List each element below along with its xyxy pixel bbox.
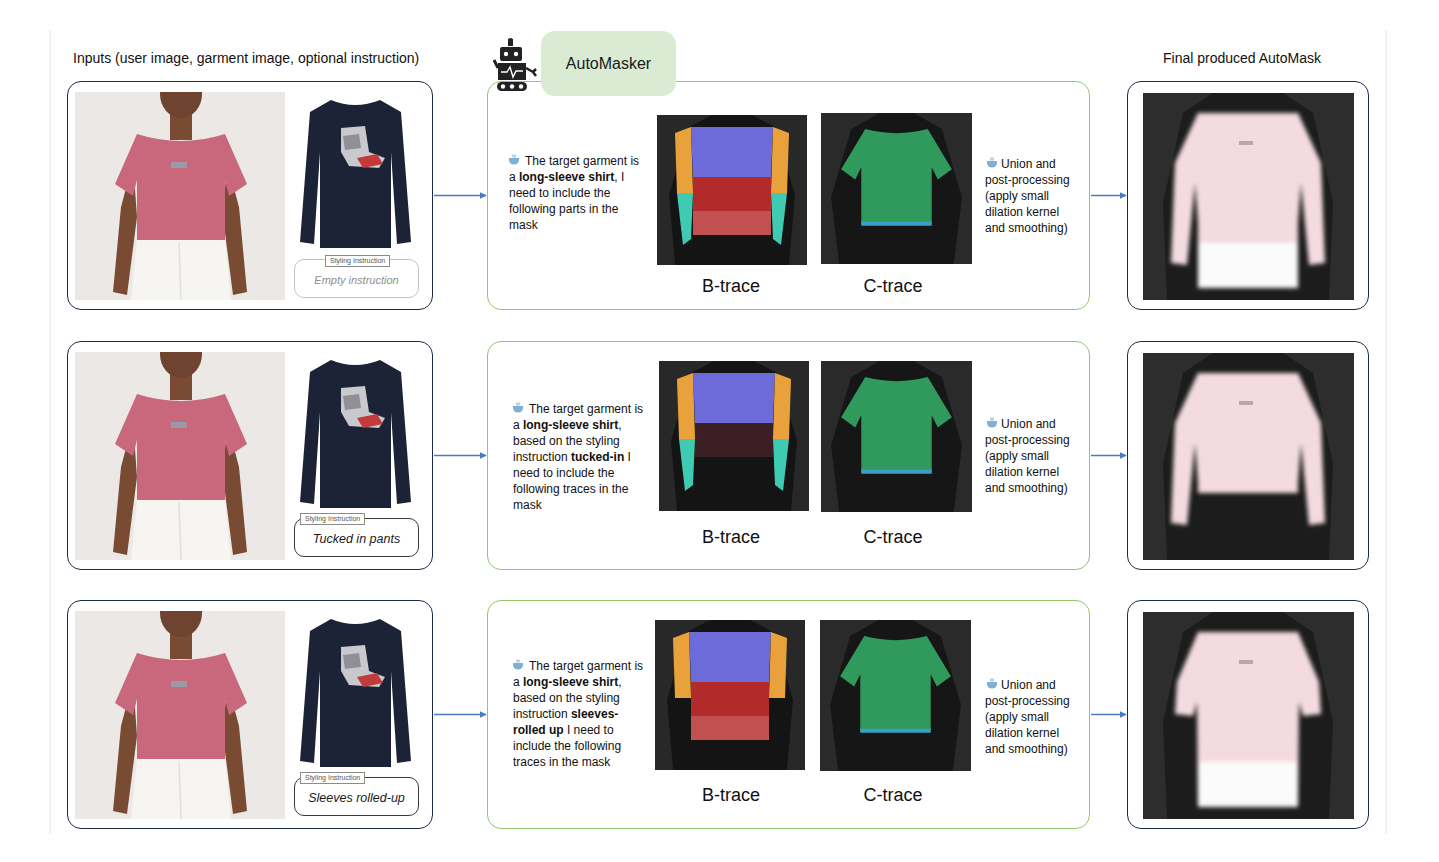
reasoning-text: The target garment is along-sleeve shirt… <box>509 153 641 233</box>
instruction-box: Empty instruction Styling Instruction <box>294 259 419 298</box>
trace-label: C-trace <box>833 526 953 548</box>
column-heading: Final produced AutoMask <box>1163 49 1321 67</box>
mask-image <box>1143 93 1354 300</box>
flow-arrow <box>434 714 486 716</box>
output-panel <box>1127 600 1369 829</box>
emphasis-text: long-sleeve shirt <box>519 170 614 184</box>
trace-label: C-trace <box>833 784 953 806</box>
b-trace-image <box>659 361 809 511</box>
user-photo <box>75 330 285 560</box>
instruction-text: Tucked in pants <box>313 532 400 546</box>
trace-label: B-trace <box>671 784 791 806</box>
robot-icon <box>494 38 536 91</box>
agent-panel: The target garment is along-sleeve shirt… <box>487 341 1090 570</box>
flow-arrow <box>1091 195 1126 197</box>
user-photo <box>75 589 285 819</box>
instruction-tag-text: Styling Instruction <box>305 515 360 523</box>
agent-title: AutoMasker <box>566 55 651 73</box>
column-heading: Inputs (user image, garment image, optio… <box>73 49 419 67</box>
trace-label: B-trace <box>671 526 791 548</box>
agent-icon <box>987 158 997 168</box>
garment-photo <box>293 92 418 250</box>
agent-icon <box>987 679 997 689</box>
flow-arrow <box>1091 455 1126 457</box>
agent-panel: The target garment is along-sleeve shirt… <box>487 600 1090 829</box>
output-panel <box>1127 81 1369 310</box>
flow-arrow <box>1091 714 1126 716</box>
user-photo <box>75 70 285 300</box>
instruction-box: Sleeves rolled-up Styling Instruction <box>294 777 419 816</box>
input-panel: Empty instruction Styling Instruction <box>67 81 433 310</box>
b-trace-image <box>657 115 807 265</box>
c-trace-image <box>820 620 971 771</box>
c-trace-image <box>821 113 972 264</box>
trace-label: C-trace <box>833 275 953 297</box>
agent-tab: AutoMasker <box>541 31 676 96</box>
agent-icon <box>987 418 997 428</box>
instruction-tag: Styling Instruction <box>300 772 365 784</box>
instruction-tag: Styling Instruction <box>300 513 365 525</box>
flow-arrow <box>434 195 486 197</box>
c-trace-image <box>821 361 972 512</box>
trace-label: B-trace <box>671 275 791 297</box>
postprocess-text: Union and post-processing (apply small d… <box>985 416 1081 496</box>
page-edge <box>1386 30 1387 834</box>
input-panel: Tucked in pants Styling Instruction <box>67 341 433 570</box>
b-trace-image <box>655 620 805 770</box>
flow-arrow <box>434 455 486 457</box>
instruction-text: Empty instruction <box>314 274 398 286</box>
instruction-text: Sleeves rolled-up <box>308 791 405 805</box>
agent-icon <box>513 403 523 413</box>
instruction-tag-text: Styling Instruction <box>305 774 360 782</box>
mask-image <box>1143 353 1354 560</box>
garment-photo <box>293 611 418 769</box>
reasoning-text: The target garment is along-sleeve shirt… <box>513 401 645 513</box>
emphasis-text: long-sleeve shirt <box>523 675 618 689</box>
instruction-tag-text: Styling Instruction <box>330 257 385 265</box>
reasoning-text: The target garment is along-sleeve shirt… <box>513 658 645 770</box>
garment-photo <box>293 352 418 510</box>
emphasis-text: tucked-in <box>571 450 624 464</box>
instruction-tag: Styling Instruction <box>325 255 390 267</box>
page-edge <box>50 30 51 834</box>
agent-panel: The target garment is along-sleeve shirt… <box>487 81 1090 310</box>
agent-icon <box>509 155 519 165</box>
instruction-box: Tucked in pants Styling Instruction <box>294 518 419 557</box>
output-panel <box>1127 341 1369 570</box>
postprocess-text: Union and post-processing (apply small d… <box>985 156 1081 236</box>
agent-icon <box>513 660 523 670</box>
mask-image <box>1143 612 1354 819</box>
input-panel: Sleeves rolled-up Styling Instruction <box>67 600 433 829</box>
postprocess-text: Union and post-processing (apply small d… <box>985 677 1081 757</box>
emphasis-text: long-sleeve shirt <box>523 418 618 432</box>
